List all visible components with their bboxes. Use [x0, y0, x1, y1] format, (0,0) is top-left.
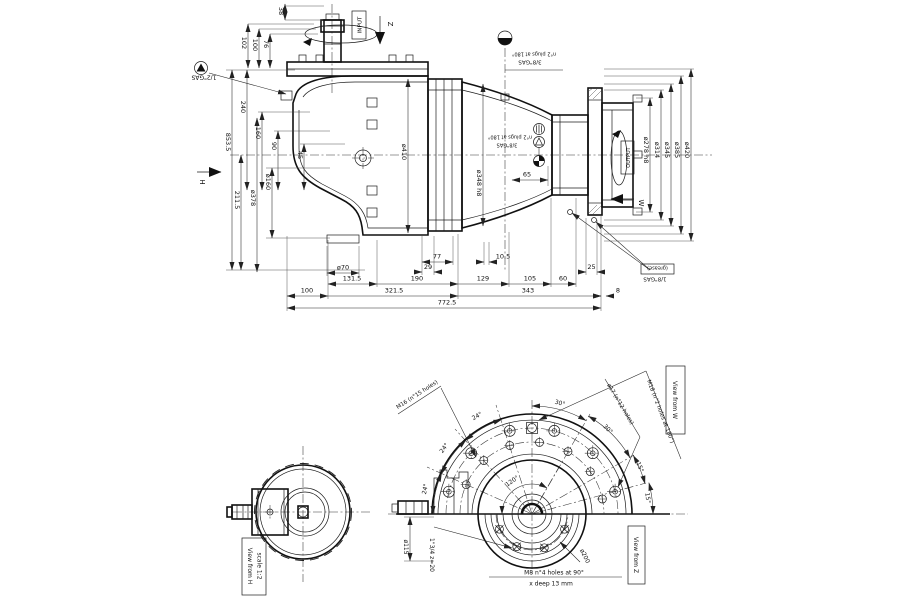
gas-half-callout: 1/2"GAS	[191, 61, 287, 95]
dim-65: 65	[523, 171, 531, 179]
breather-plug-icon	[533, 123, 545, 135]
dim-8: 8	[616, 287, 620, 295]
dim-100-top: 100	[251, 39, 259, 51]
input-shaft	[303, 13, 378, 63]
inner-diameter-dimensions: ø410 ø348 h8 65	[400, 78, 549, 234]
dia115-dimension: ø115	[402, 516, 434, 562]
bottom-dimensions: ø70 77 10.5 29 25 131.5 190 129 105 60 1…	[286, 198, 620, 311]
dim-240: 240	[239, 101, 247, 113]
gas-top-callout: n°2 plugs at 180° 3/8"GAS	[497, 30, 563, 71]
grease-label: (grease)	[647, 265, 668, 271]
view-w-caption: View from W	[671, 381, 678, 419]
dim-dia378: ø378	[249, 190, 257, 206]
m8-label-line1: M8 n°4 holes at 90°	[524, 570, 584, 577]
output-rotation-arrow	[610, 130, 628, 186]
angle-24-3: 24°	[421, 483, 430, 495]
dim-772-5: 772.5	[438, 299, 457, 307]
m8-callout: M8 n°4 holes at 90° x deep 13 mm	[489, 570, 622, 588]
dim-dia278: ø278 h8	[642, 137, 650, 164]
left-flange-section	[391, 469, 469, 515]
dim-853-5: 853.5	[224, 133, 232, 152]
dim-dia410: ø410	[400, 144, 408, 160]
angle-30-1: 30°	[554, 399, 566, 409]
m8-label-line2: x deep 13 mm	[529, 581, 573, 588]
centerlines	[230, 4, 712, 272]
gas38-top-label: 3/8"GAS	[518, 59, 542, 65]
dim-dia420: ø420	[683, 142, 691, 158]
plugs-note-mid: n°2 plugs at 180°	[487, 134, 532, 140]
input-label: INPUT	[358, 16, 364, 33]
dim-211-5: 211.5	[233, 191, 241, 210]
gas38-mid-label: 3/8"GAS	[497, 142, 518, 148]
dim-29: 29	[424, 263, 432, 271]
gas18-label: 1/8"GAS	[643, 276, 667, 282]
angle-30-2: 30°	[601, 423, 613, 435]
angle-15-2: 15°	[643, 492, 651, 504]
attached-motor	[226, 488, 289, 536]
input-label-box: INPUT	[351, 10, 367, 40]
m16-callout: M16 (n°15 holes)	[396, 380, 477, 458]
flange-bolt-circle-view: 30° 30° 15° 15° 24° 24° 24° 120° M18 (n°…	[388, 365, 688, 588]
gas-half-label: 1/2"GAS	[191, 74, 216, 81]
dim-45: 45	[296, 151, 304, 159]
dim-76: 76	[262, 40, 270, 48]
angle-15-1: 15°	[634, 461, 645, 474]
dim-160: 160	[254, 127, 262, 139]
dim-100: 100	[301, 287, 313, 295]
dim-102: 102	[240, 37, 248, 49]
view-z-caption-box: View from Z	[627, 525, 646, 585]
dim-60: 60	[559, 275, 567, 283]
right-diameter-dimensions: ø278 h8 ø314 ø345 ø385 ø420	[604, 68, 694, 242]
dim-343: 343	[522, 287, 534, 295]
dim-dia345: ø345	[663, 142, 671, 158]
dim-dia314: ø314	[653, 142, 661, 158]
spline-label: 1"3/4 z=20	[428, 538, 435, 572]
output-label-box: OUTPUT	[620, 140, 635, 175]
output-label: OUTPUT	[626, 146, 632, 167]
spline-callout: 1"3/4 z=20	[428, 526, 513, 572]
plugs-note-top: n°2 plugs at 180°	[511, 51, 556, 57]
angle-24-1: 24°	[471, 411, 484, 422]
dim-38: 38	[277, 7, 285, 15]
w-label: W	[637, 200, 645, 207]
dim-dia385: ø385	[673, 142, 681, 158]
dim-dia348: ø348 h8	[475, 170, 483, 197]
dim-105: 105	[524, 275, 536, 283]
dia200-label: ø200	[578, 548, 591, 565]
side-plug	[533, 155, 545, 167]
dim-10-5: 10.5	[496, 253, 510, 261]
dia17-label: ø17 (n°12 holes)	[605, 383, 634, 426]
dim-dia70: ø70	[337, 264, 349, 272]
dim-129: 129	[477, 275, 489, 283]
dim-77: 77	[433, 253, 441, 261]
dim-131-5: 131.5	[343, 275, 362, 283]
gas-mid-callout: n°2 plugs at 180° 3/8"GAS	[487, 123, 545, 156]
filler-plug-icon	[194, 61, 208, 75]
angle-120: 120°	[504, 474, 520, 488]
view-z-caption: View from Z	[632, 537, 639, 573]
dim-321-5: 321.5	[385, 287, 404, 295]
dim-90: 90	[270, 142, 278, 150]
grease-callout: (grease) 1/8"GAS	[567, 209, 675, 282]
main-section-view: INPUT Z H OUTPUT W 1/2"GAS n°2 plugs at …	[191, 3, 712, 311]
h-label: H	[198, 179, 206, 184]
angle-24-2: 24°	[438, 442, 450, 455]
m18-hole	[526, 422, 538, 434]
m16-label: M16 (n°15 holes)	[396, 380, 440, 411]
dia115-label: ø115	[402, 539, 409, 554]
gearbox-housing	[280, 54, 429, 244]
dim-dia160: ø160	[264, 174, 272, 190]
dim-25: 25	[587, 263, 595, 271]
view-h-caption-box: View from H scale 1:2	[241, 537, 267, 596]
m18-label: M18 (n°2 holes at 180°)	[645, 379, 675, 444]
view-h-caption-line1: View from H	[246, 548, 253, 585]
view-h-caption-line2: scale 1:2	[256, 552, 263, 579]
view-w-caption-box: View from W	[665, 365, 686, 435]
z-label: Z	[386, 22, 394, 27]
top-dimensions: 38 76 100 102	[240, 3, 324, 69]
dim-190: 190	[411, 275, 423, 283]
left-dimensions: 853.5 240 160 90 45 ø160 ø378 211.5	[224, 69, 365, 273]
view-from-h: View from H scale 1:2	[226, 446, 372, 596]
